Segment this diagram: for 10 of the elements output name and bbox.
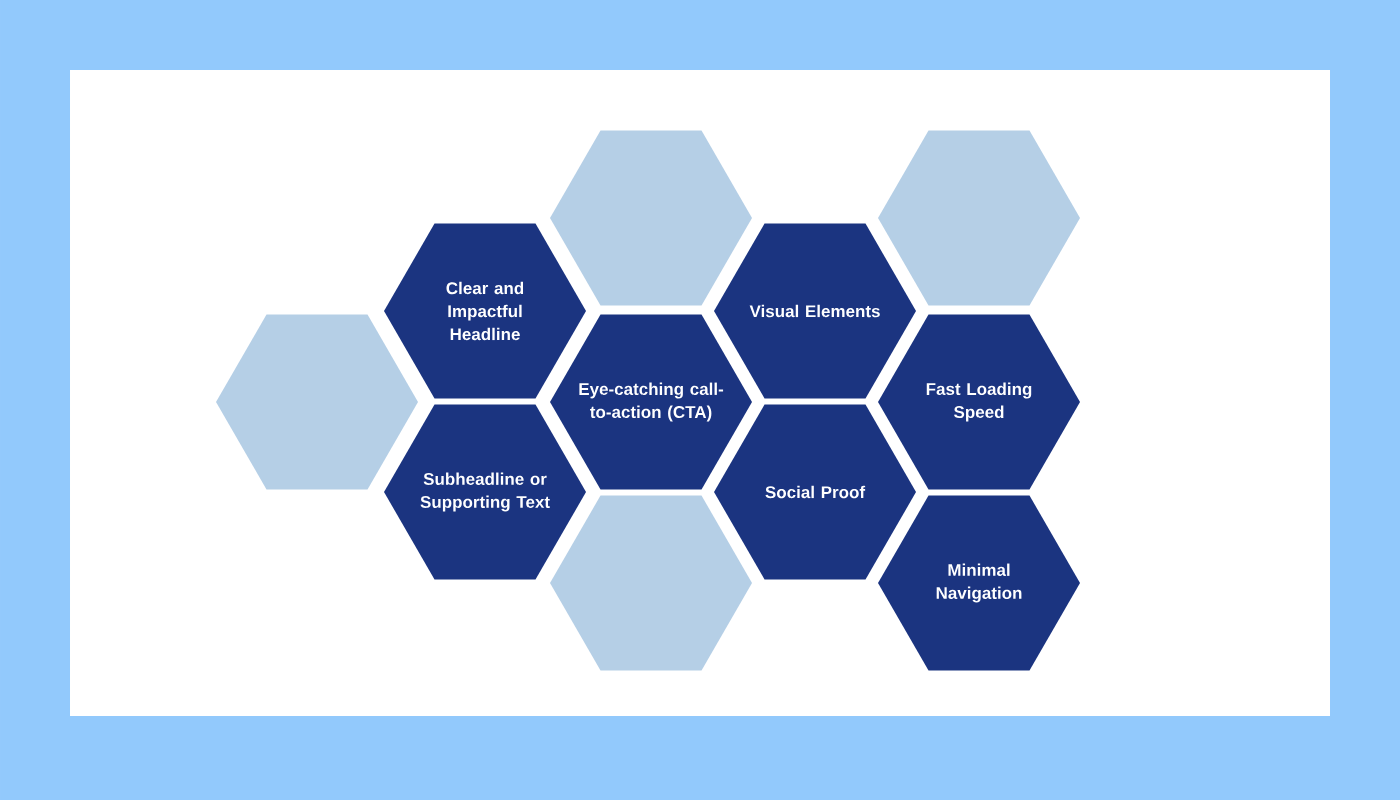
hexagon: [550, 130, 752, 306]
hexagon: [878, 130, 1080, 306]
hexagon: Eye-catching call-to-action (CTA): [550, 314, 752, 490]
hexagon: [550, 495, 752, 671]
hexagon: Subheadline or Supporting Text: [384, 404, 586, 580]
hexagon: Minimal Navigation: [878, 495, 1080, 671]
node-label: Social Proof: [765, 485, 866, 499]
node-label: Fast Loading Speed: [926, 382, 1032, 422]
hexagon: Social Proof: [714, 404, 916, 580]
hexagon: [216, 314, 418, 490]
